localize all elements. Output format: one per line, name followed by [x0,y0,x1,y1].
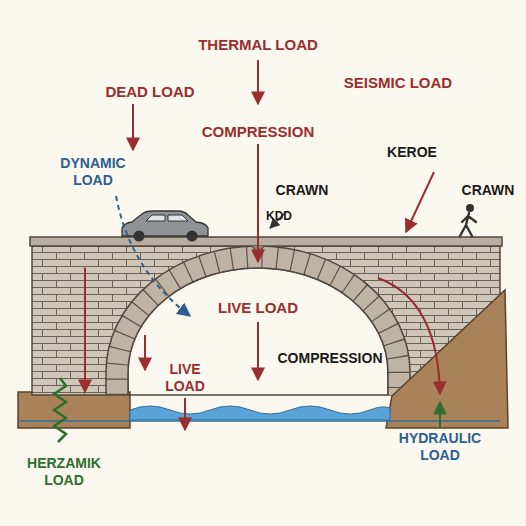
river-water [20,420,500,422]
car [122,211,208,242]
load-label: DEAD LOAD [103,83,196,101]
load-label: KEROE [385,144,439,161]
left-ground [18,392,130,428]
right-ground [386,290,508,428]
arch-ring [106,246,410,395]
river-water [20,406,500,421]
arch-ring [117,257,399,395]
pedestrian [466,204,474,212]
load-arrows [54,378,66,442]
load-arrows [406,172,434,232]
load-label: KDD [264,209,294,223]
load-arrows [116,196,190,316]
load-arrows [257,322,259,380]
arch-ring [128,268,388,395]
river-water [130,406,390,420]
load-arrows [257,60,259,104]
load-arrows [439,402,441,428]
load-arrows [184,398,186,430]
load-label: LIVE LOAD [153,361,217,395]
pedestrian [460,213,476,236]
right-ground [386,290,508,428]
arch-ring [117,257,399,395]
load-label: SEISMIC LOAD [342,74,454,92]
load-arrows [132,104,134,150]
pedestrian [460,204,476,236]
load-label: CRAWN [460,182,517,199]
load-arrows [257,144,259,262]
left-ground [18,392,130,428]
load-label: COMPRESSION [200,123,317,141]
car [146,215,188,221]
car [187,231,198,242]
load-arrows [84,268,86,392]
load-arrows [54,60,440,442]
car [134,231,145,242]
load-label: CRAWN [274,182,331,199]
load-arrows [378,278,440,394]
load-label: HERZAMIK LOAD [12,455,116,489]
load-label: DYNAMIC LOAD [46,155,140,189]
load-label: LIVE LOAD [216,299,300,317]
bridge-deck [30,237,502,251]
arch-ring [106,246,410,395]
load-label: THERMAL LOAD [196,36,320,54]
load-label: HYDRAULIC LOAD [397,430,483,464]
load-arrows [144,335,146,370]
load-label: COMPRESSION [275,350,384,367]
bridge-deck [30,237,502,246]
